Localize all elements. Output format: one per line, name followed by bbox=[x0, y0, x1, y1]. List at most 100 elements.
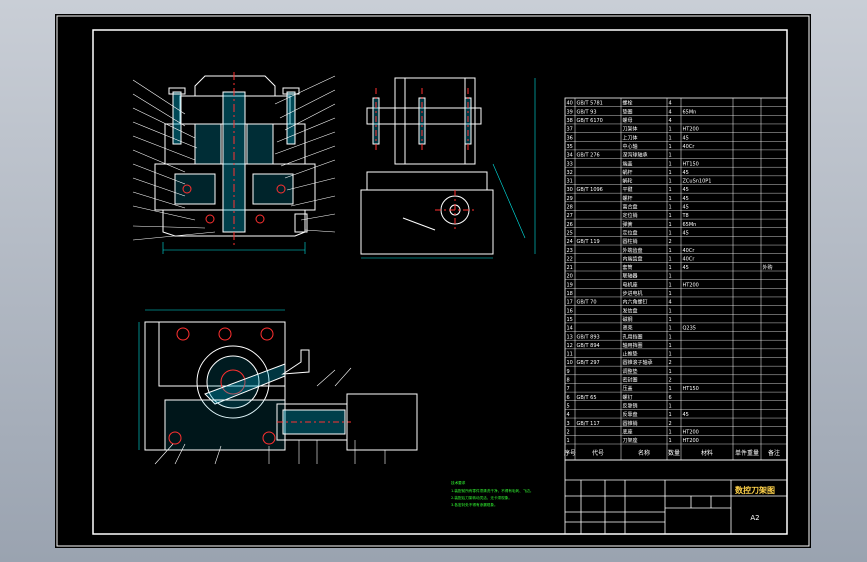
sheet-edge bbox=[56, 15, 810, 547]
bom-cell: 4 bbox=[669, 300, 672, 306]
bom-cell: 18 bbox=[567, 291, 573, 297]
bom-cell: 32 bbox=[567, 170, 573, 176]
bom-cell: 1 bbox=[669, 161, 672, 167]
bom-cell: 6 bbox=[669, 395, 672, 401]
bom-cell: 止推垫 bbox=[623, 351, 638, 358]
bom-cell: 40Cr bbox=[683, 144, 696, 150]
bom-cell: 26 bbox=[567, 222, 573, 228]
bom-cell: 2 bbox=[669, 239, 672, 245]
bom-cell: 1 bbox=[669, 256, 672, 262]
bom-cell: 36 bbox=[567, 135, 573, 141]
bom-cell: HT150 bbox=[683, 161, 699, 167]
bom-cell: 深沟球轴承 bbox=[623, 152, 648, 159]
bom-cell: ZCuSn10P1 bbox=[683, 179, 712, 185]
bom-cell: 螺钉 bbox=[623, 394, 633, 401]
bom-cell: 37 bbox=[567, 127, 573, 133]
bom-cell: 密封圈 bbox=[623, 377, 638, 384]
bom-cell: 上刀体 bbox=[623, 134, 638, 141]
bom-cell: 1 bbox=[669, 352, 672, 358]
title-block bbox=[564, 459, 788, 535]
bom-cell: 1 bbox=[669, 222, 672, 228]
bom-cell: Q235 bbox=[683, 326, 696, 332]
bom-header: 材料 bbox=[701, 449, 713, 457]
cad-viewport[interactable]: 技术要求 1.装配前所有零件须清洗干净，不得有毛刺、飞边。 2.装配后刀架转动灵… bbox=[55, 14, 811, 548]
bom-cell: 39 bbox=[567, 109, 573, 115]
drawing-sheet: 技术要求 1.装配前所有零件须清洗干净，不得有毛刺、飞边。 2.装配后刀架转动灵… bbox=[56, 15, 810, 547]
bom-cell: 1 bbox=[669, 135, 672, 141]
top-view bbox=[138, 309, 418, 465]
bom-cell: 34 bbox=[567, 153, 573, 159]
bom-cell: 65Mn bbox=[683, 109, 697, 115]
bom-cell: 1 bbox=[669, 144, 672, 150]
bom-cell: 23 bbox=[567, 248, 573, 254]
bom-cell: 1 bbox=[669, 438, 672, 444]
bom-cell: 螺杆 bbox=[623, 195, 633, 202]
bom-cell: 圆锥销 bbox=[623, 420, 638, 427]
bom-cell: 发信盘 bbox=[623, 307, 638, 314]
bom-cell: 1 bbox=[669, 170, 672, 176]
bom-cell: 内端齿盘 bbox=[623, 255, 643, 262]
bom-cell: 6 bbox=[567, 395, 570, 401]
bom-cell: HT200 bbox=[683, 438, 699, 444]
bom-cell: HT200 bbox=[683, 127, 699, 133]
bom-cell: GB/T 6170 bbox=[577, 118, 603, 124]
bom-cell: 刀架座 bbox=[623, 437, 638, 444]
bom-cell: 38 bbox=[567, 118, 573, 124]
bom-cell: 1 bbox=[669, 282, 672, 288]
bom-cell: GB/T 276 bbox=[577, 153, 600, 159]
bom-cell: 7 bbox=[567, 386, 570, 392]
bom-cell: 4 bbox=[669, 109, 672, 115]
bom-cell: 1 bbox=[669, 265, 672, 271]
bom-cell: 1 bbox=[669, 179, 672, 185]
bom-cell: 蜗杆 bbox=[623, 169, 633, 176]
bom-cell: 垫圈 bbox=[623, 108, 633, 115]
bom-cell: 21 bbox=[567, 265, 573, 271]
bom-cell: 45 bbox=[683, 230, 689, 236]
bom-cell: 联轴器 bbox=[623, 273, 638, 280]
bom-cell: 24 bbox=[567, 239, 573, 245]
side-view bbox=[360, 77, 536, 259]
bom-cell: 31 bbox=[567, 179, 573, 185]
bom-cell: 磁钢 bbox=[623, 316, 633, 323]
bom-cell: 65Mn bbox=[683, 222, 697, 228]
bom-cell: 1 bbox=[669, 317, 672, 323]
bom-cell: 套筒 bbox=[623, 264, 633, 271]
bom-cell: 端盖 bbox=[623, 160, 633, 167]
bom-cell: 1 bbox=[669, 412, 672, 418]
bom-cell: 1 bbox=[669, 230, 672, 236]
bom-cell: 底座 bbox=[623, 428, 633, 435]
bom-cell: 2 bbox=[669, 378, 672, 384]
bom-cell: 45 bbox=[683, 265, 689, 271]
bom-cell: 1 bbox=[669, 386, 672, 392]
bom-cell: 电机座 bbox=[623, 281, 638, 288]
bom-cell: 螺栓 bbox=[623, 100, 633, 107]
bom-cell: 螺母 bbox=[623, 117, 633, 124]
bom-header: 数量 bbox=[668, 449, 680, 457]
bom-cell: 1 bbox=[669, 291, 672, 297]
bom-cell: 反靠盘 bbox=[623, 411, 638, 418]
bom-cell: 14 bbox=[567, 326, 573, 332]
bom-cell: 29 bbox=[567, 196, 573, 202]
bom-cell: 45 bbox=[683, 196, 689, 202]
bom-cell: 11 bbox=[567, 352, 573, 358]
bom-cell: 16 bbox=[567, 308, 573, 314]
bom-cell: 28 bbox=[567, 205, 573, 211]
bom-header: 备注 bbox=[768, 449, 780, 457]
bom-cell: 45 bbox=[683, 187, 689, 193]
bom-cell: 19 bbox=[567, 282, 573, 288]
bom-cell: GB/T 119 bbox=[577, 239, 600, 245]
bom-cell: 33 bbox=[567, 161, 573, 167]
bom-cell: 圆锥滚子轴承 bbox=[623, 359, 653, 366]
bom-cell: GB/T 893 bbox=[577, 334, 600, 340]
bom-cell: GB/T 117 bbox=[577, 421, 600, 427]
bom-cell: 定位销 bbox=[623, 212, 638, 219]
bom-cell: 内六角螺钉 bbox=[623, 299, 648, 306]
bom-cell: 压盖 bbox=[623, 385, 633, 392]
bom-cell: 1 bbox=[669, 127, 672, 133]
bom-cell: 外端齿盘 bbox=[623, 247, 643, 254]
notes-title: 技术要求 bbox=[451, 480, 466, 485]
bom-cell: GB/T 65 bbox=[577, 395, 597, 401]
bom-cell: 20 bbox=[567, 274, 573, 280]
bom-cell: 30 bbox=[567, 187, 573, 193]
bom-cell: 5 bbox=[567, 403, 570, 409]
